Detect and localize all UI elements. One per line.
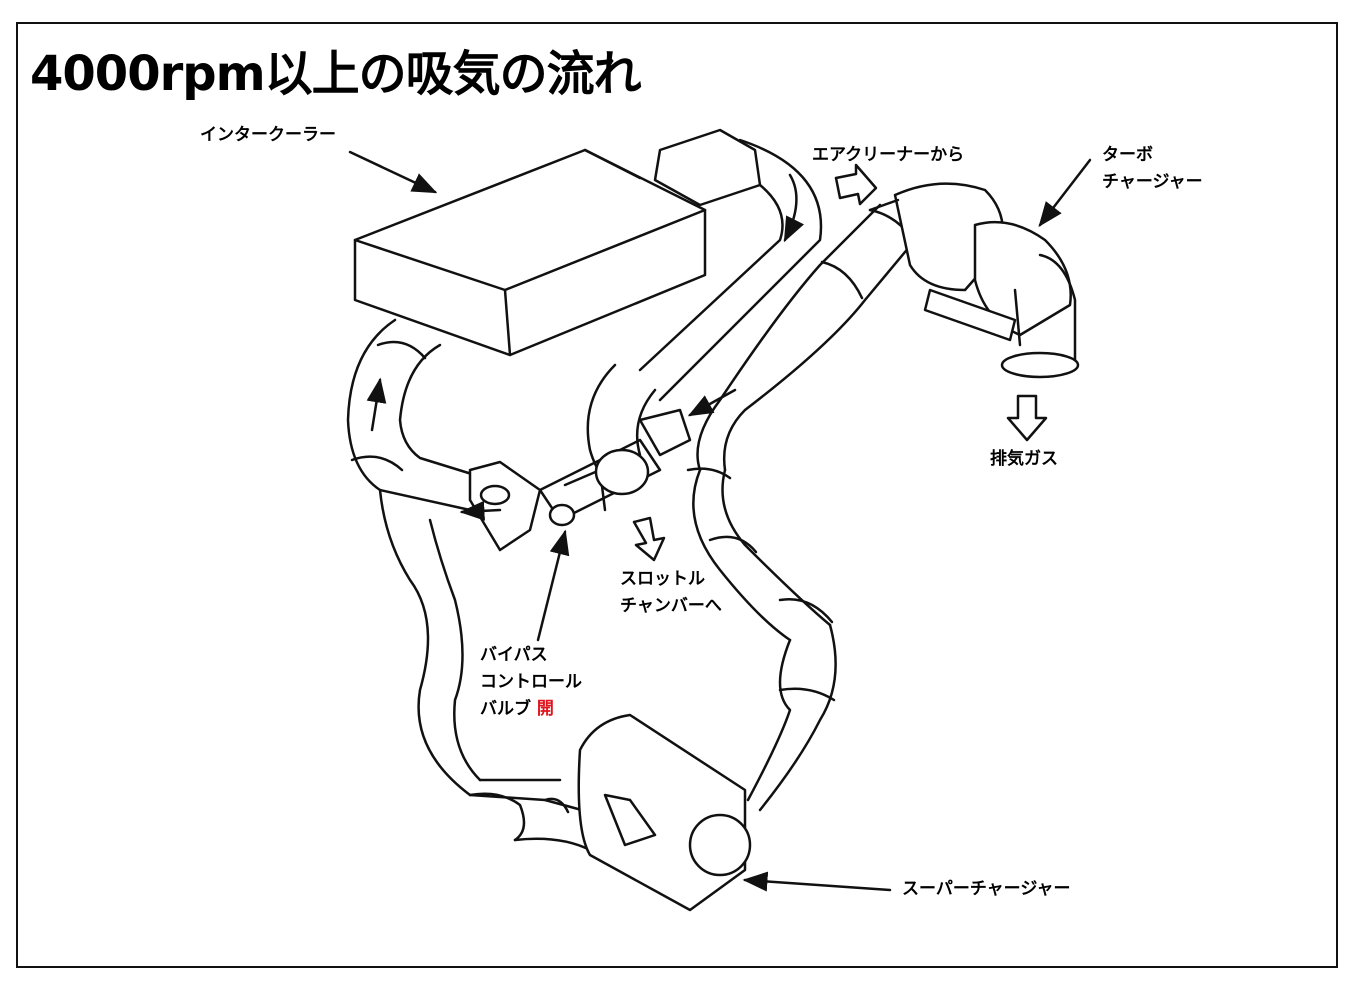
turbo-to-supercharger-pipe — [686, 203, 917, 642]
air-cleaner-inlet-arrow — [834, 163, 878, 206]
supercharger — [577, 713, 752, 912]
page-title: 4000rpm以上の吸気の流れ — [30, 46, 642, 102]
throttle-chamber-arrow — [632, 516, 666, 562]
exhaust-gas-arrow — [1006, 394, 1048, 442]
supercharger-inlet-pipe — [746, 598, 837, 812]
flow-arrow-top — [783, 173, 805, 243]
turbocharger-leader — [1038, 158, 1092, 227]
throttle-chamber-label: スロットル チャンバーへ — [620, 566, 722, 620]
flow-arrow-left-loop — [366, 377, 387, 432]
bypass-label-line3: バルブ 開 — [480, 696, 582, 723]
throttle-elbow — [586, 363, 692, 496]
bypass-state-open: 開 — [536, 699, 554, 719]
air-cleaner-label: エアクリーナーから — [812, 145, 965, 165]
throttle-label-line2: チャンバーへ — [620, 596, 722, 616]
flow-arrow-bypass — [459, 500, 502, 521]
bypass-valve-leader — [536, 529, 570, 642]
intercooler-outlet-pipe — [638, 128, 823, 402]
turbocharger-label-line1: ターボ — [1102, 145, 1153, 165]
intercooler — [353, 148, 707, 357]
diagram-frame — [16, 22, 1338, 968]
turbocharger-label: ターボ チャージャー — [1102, 142, 1203, 196]
intercooler-label: インタークーラー — [200, 125, 336, 145]
bypass-label-line2: コントロール — [480, 672, 582, 692]
throttle-label-line1: スロットル — [620, 569, 705, 589]
bypass-valve-label: バイパス コントロール バルブ 開 — [480, 642, 582, 723]
supercharger-leader — [742, 871, 892, 892]
exhaust-gas-label: 排気ガス — [990, 449, 1058, 469]
bypass-label-line1: バイパス — [480, 645, 548, 665]
turbocharger-label-line2: チャージャー — [1102, 172, 1203, 192]
intercooler-inlet-pipe — [346, 318, 477, 512]
turbocharger — [868, 182, 1080, 379]
supercharger-label: スーパーチャージャー — [902, 879, 1071, 899]
flow-arrow-throttle-pipe — [687, 388, 737, 417]
bypass-label-valve: バルブ — [480, 699, 531, 719]
intercooler-leader — [348, 150, 438, 194]
